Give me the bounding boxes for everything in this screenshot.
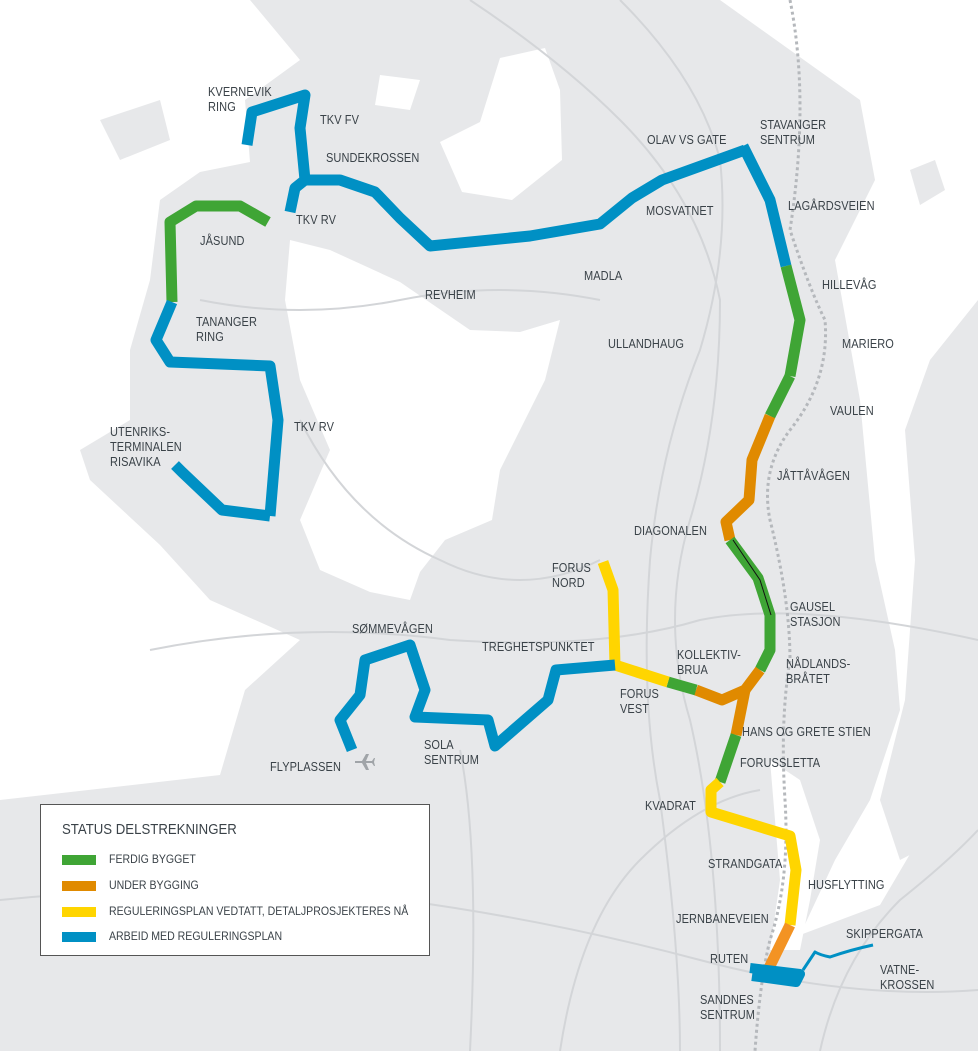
open-areas [285, 48, 820, 950]
label-kollektivbrua: KOLLEKTIV- BRUA [677, 648, 741, 677]
label-flyplassen: FLYPLASSEN [270, 760, 341, 774]
label-skippergata: SKIPPERGATA [846, 927, 923, 941]
segment-jattavagen [720, 413, 776, 542]
label-hillevag: HILLEVÅG [822, 278, 877, 292]
railway-line [753, 0, 828, 1051]
segment-tananger-tkv [150, 299, 284, 517]
legend-swatch-arbeid [62, 932, 96, 942]
label-vaulen: VAULEN [830, 404, 874, 418]
label-ullandhaug: ULLANDHAUG [608, 337, 685, 351]
label-tkv-fv: TKV FV [320, 113, 360, 127]
legend: STATUS DELSTREKNINGER FERDIG BYGGET UNDE… [40, 804, 430, 956]
label-jattavagen: JÅTTÅVÅGEN [777, 469, 851, 483]
segment-jasund [164, 200, 271, 303]
label-kvadrat: KVADRAT [645, 799, 696, 813]
segment-forussletta [714, 733, 742, 784]
segment-forus [597, 560, 670, 688]
label-tkv-rv-south: TKV RV [294, 420, 335, 434]
segment-hillevag [780, 264, 806, 377]
label-ruten: RUTEN [710, 952, 749, 966]
label-jernbaneveien: JERNBANEVEIEN [676, 912, 769, 926]
segment-kvernevik-tkv [241, 89, 311, 214]
label-utenriks: UTENRIKS- TERMINALEN RISAVIKA [110, 425, 182, 469]
label-tkv-rv-north: TKV RV [296, 213, 337, 227]
segment-kollektivbrua [666, 676, 698, 696]
gausel-center-line [732, 539, 772, 616]
segment-hans-grete [730, 688, 751, 737]
legend-label: FERDIG BYGGET [109, 852, 196, 866]
label-gausel: GAUSEL STASJON [790, 600, 841, 629]
label-diagonalen: DIAGONALEN [634, 524, 708, 538]
label-revheim: REVHEIM [425, 288, 476, 302]
segment-ruten [749, 963, 805, 987]
legend-swatch-vedtatt [62, 907, 96, 917]
label-nadlandsbratet: NÅDLANDS- BRÅTET [786, 657, 851, 686]
label-forus-vest: FORUS VEST [620, 687, 659, 716]
label-hans-og-grete: HANS OG GRETE STIEN [742, 725, 871, 739]
label-mosvatnet: MOSVATNET [646, 204, 714, 218]
legend-swatch-under [62, 881, 96, 891]
label-sola-sentrum: SOLA SENTRUM [424, 738, 480, 767]
segment-sola [334, 639, 616, 753]
label-sundekrossen: SUNDEKROSSEN [326, 151, 420, 165]
segment-kvadrat-strandgata [705, 777, 802, 926]
segment-sundekrossen-olav [305, 144, 747, 252]
label-strandgata: STRANDGATA [708, 857, 783, 871]
label-tananger: TANANGER RING [196, 315, 258, 344]
label-vatnekrossen: VATNE- KROSSEN [880, 963, 935, 992]
label-jasund: JÅSUND [200, 234, 245, 248]
airplane-icon [355, 754, 375, 770]
label-husflytting: HUSFLYTTING [808, 878, 885, 892]
legend-label: ARBEID MED REGULERINGSPLAN [109, 929, 283, 943]
legend-swatch-ferdig [62, 855, 96, 865]
label-stavanger-sentrum: STAVANGER SENTRUM [760, 118, 827, 147]
segment-jernbaneveien [763, 922, 795, 973]
route-segments [150, 89, 874, 987]
legend-title: STATUS DELSTREKNINGER [62, 821, 237, 838]
legend-label: UNDER BYGGING [109, 878, 199, 892]
label-lagardsveien: LAGÅRDSVEIEN [788, 199, 875, 213]
segment-mariero [765, 373, 795, 419]
label-sandnes-sentrum: SANDNES SENTRUM [700, 993, 756, 1022]
label-forus-nord: FORUS NORD [552, 561, 591, 590]
label-forussletta: FORUSSLETTA [740, 756, 821, 770]
label-madla: MADLA [584, 269, 623, 283]
label-olav-vs-gate: OLAV VS GATE [647, 133, 727, 147]
legend-label: REGULERINGSPLAN VEDTATT, DETALJPROSJEKTE… [109, 904, 409, 918]
label-mariero: MARIERO [842, 337, 894, 351]
label-treghetspunktet: TREGHETSPUNKTET [482, 640, 595, 654]
segment-stavanger-lagardsveien [738, 143, 792, 268]
segment-skippergata [801, 943, 874, 971]
segment-gausel [725, 536, 776, 673]
label-kvernevik: KVERNEVIK RING [208, 85, 272, 114]
segment-nadlandsbratet [694, 666, 765, 706]
segment-risavika [171, 461, 271, 522]
label-sommevagen: SØMMEVÅGEN [352, 622, 433, 636]
